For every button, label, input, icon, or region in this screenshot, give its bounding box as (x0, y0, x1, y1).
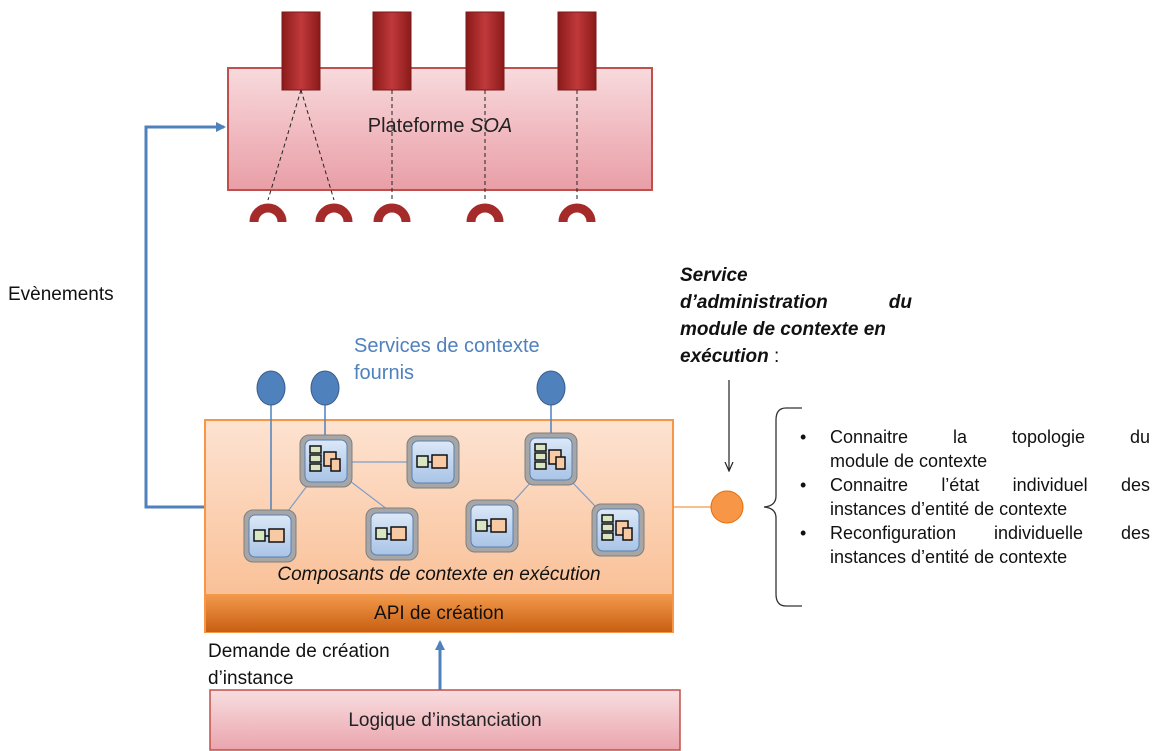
instantiation-logic-box (209, 689, 681, 751)
admin-service-ball (710, 490, 744, 524)
service-ball (256, 370, 286, 406)
api-label: API de création (374, 603, 504, 624)
provided-port (557, 11, 597, 91)
platform-title: Plateforme SOA (367, 115, 513, 137)
request-label: Demande de création d’instance (208, 641, 390, 689)
provided-port (281, 11, 321, 91)
component-composite (299, 434, 353, 488)
required-port (373, 203, 411, 223)
component-simple (243, 509, 297, 563)
required-port (315, 203, 353, 223)
component-composite (591, 503, 645, 557)
curly-brace (763, 407, 802, 607)
required-ports (249, 203, 596, 223)
component-composite (524, 432, 578, 486)
events-label: Evènements (8, 284, 114, 305)
logic-label: Logique d’instanciation (348, 710, 542, 731)
platform-wiring (267, 89, 578, 201)
services-label: Services de contexte fournis (354, 335, 540, 384)
api-bar (206, 594, 672, 632)
provided-port (372, 11, 412, 91)
required-port (466, 203, 504, 223)
component-simple (465, 499, 519, 553)
component-simple (406, 435, 460, 489)
events-arrow (144, 122, 226, 509)
components-label: Composants de contexte en exécution (277, 564, 601, 585)
service-lollipops (256, 370, 566, 515)
provided-port (465, 11, 505, 91)
provided-ports (281, 11, 597, 91)
components (243, 432, 645, 563)
component-simple (365, 507, 419, 561)
service-ball (310, 370, 340, 406)
required-port (558, 203, 596, 223)
service-ball (536, 370, 566, 406)
required-port (249, 203, 287, 223)
